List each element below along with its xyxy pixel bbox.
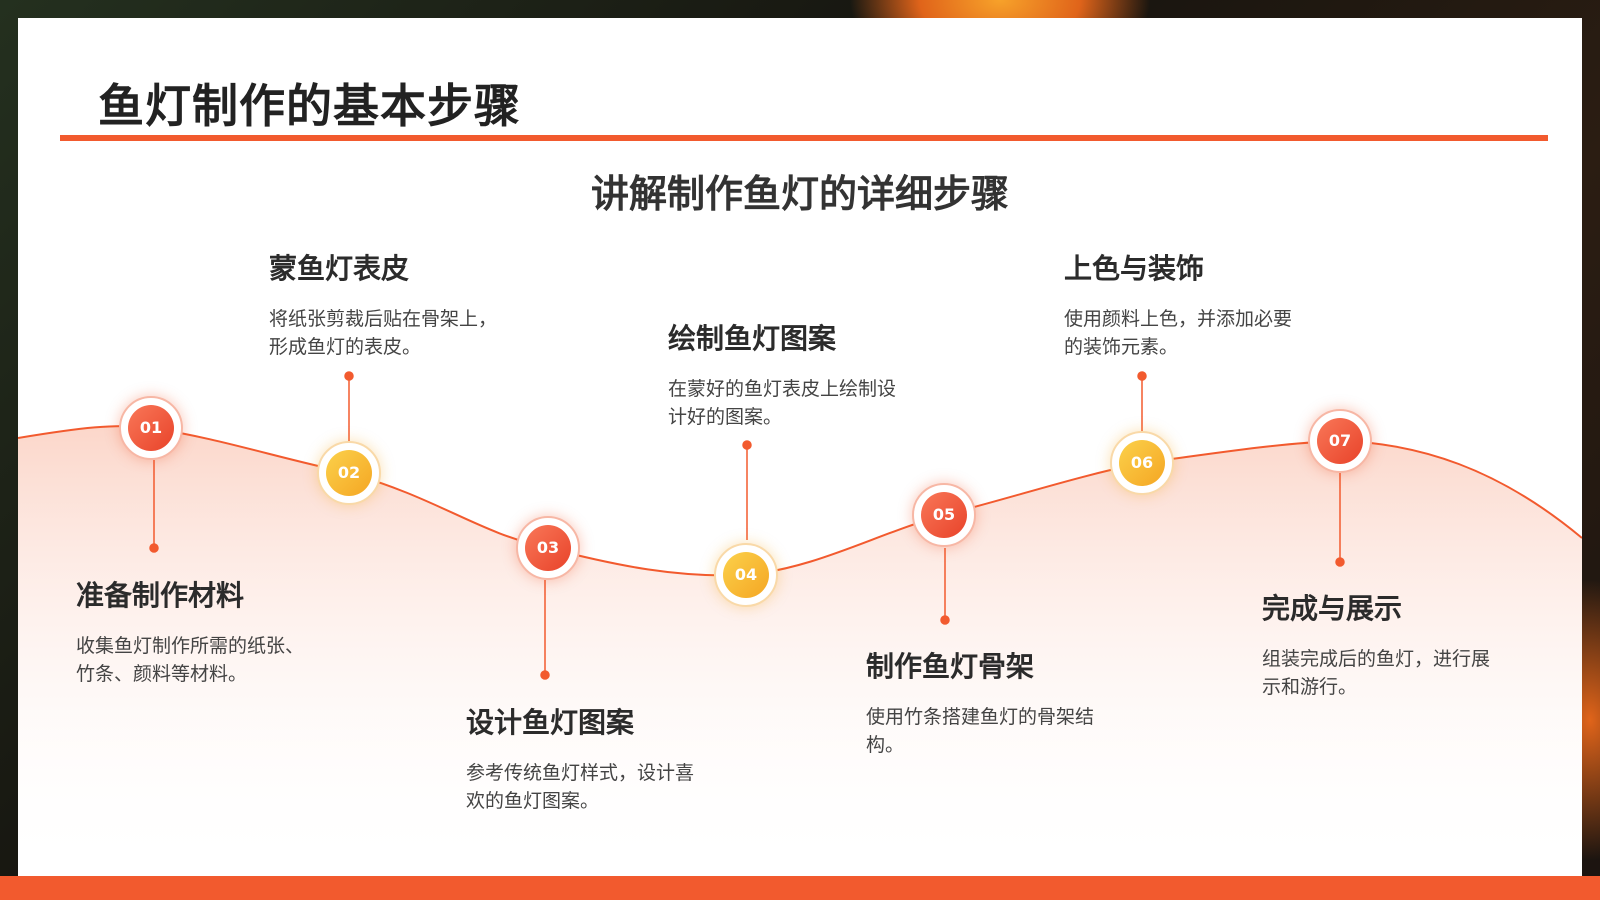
step-desc: 使用颜料上色，并添加必要的装饰元素。 xyxy=(1064,308,1293,358)
step-text-02: 蒙鱼灯表皮 将纸张剪裁后贴在骨架上，形成鱼灯的表皮。 xyxy=(269,247,529,361)
step-number: 02 xyxy=(326,450,372,496)
step-number: 07 xyxy=(1317,418,1363,464)
step-title: 设计鱼灯图案 xyxy=(466,706,635,739)
step-text-07: 完成与展示 组装完成后的鱼灯，进行展示和游行。 xyxy=(1262,587,1522,701)
step-node-03: 03 xyxy=(516,516,580,580)
step-title: 蒙鱼灯表皮 xyxy=(269,252,410,285)
step-desc: 在蒙好的鱼灯表皮上绘制设计好的图案。 xyxy=(668,378,897,428)
bottom-accent-bar xyxy=(0,876,1600,900)
step-node-01: 01 xyxy=(119,396,183,460)
step-text-01: 准备制作材料 收集鱼灯制作所需的纸张、竹条、颜料等材料。 xyxy=(76,574,336,688)
step-node-07: 07 xyxy=(1308,409,1372,473)
step-text-05: 制作鱼灯骨架 使用竹条搭建鱼灯的骨架结构。 xyxy=(866,645,1126,759)
step-title: 完成与展示 xyxy=(1262,592,1403,625)
title-underline xyxy=(60,135,1548,141)
step-node-04: 04 xyxy=(714,543,778,607)
page-title: 鱼灯制作的基本步骤 xyxy=(98,79,521,133)
step-title: 上色与装饰 xyxy=(1064,252,1205,285)
step-number: 05 xyxy=(921,492,967,538)
step-text-04: 绘制鱼灯图案 在蒙好的鱼灯表皮上绘制设计好的图案。 xyxy=(668,317,928,431)
step-text-03: 设计鱼灯图案 参考传统鱼灯样式，设计喜欢的鱼灯图案。 xyxy=(466,701,726,815)
step-node-06: 06 xyxy=(1110,431,1174,495)
step-number: 04 xyxy=(723,552,769,598)
step-desc: 组装完成后的鱼灯，进行展示和游行。 xyxy=(1262,648,1491,698)
step-node-02: 02 xyxy=(317,441,381,505)
step-number: 01 xyxy=(128,405,174,451)
step-desc: 参考传统鱼灯样式，设计喜欢的鱼灯图案。 xyxy=(466,762,695,812)
step-desc: 将纸张剪裁后贴在骨架上，形成鱼灯的表皮。 xyxy=(269,308,498,358)
step-title: 绘制鱼灯图案 xyxy=(668,322,837,355)
step-number: 06 xyxy=(1119,440,1165,486)
wave-area xyxy=(18,426,1582,876)
step-number: 03 xyxy=(525,525,571,571)
step-desc: 收集鱼灯制作所需的纸张、竹条、颜料等材料。 xyxy=(76,635,305,685)
step-title: 制作鱼灯骨架 xyxy=(866,650,1035,683)
step-desc: 使用竹条搭建鱼灯的骨架结构。 xyxy=(866,706,1095,756)
step-node-05: 05 xyxy=(912,483,976,547)
step-title: 准备制作材料 xyxy=(76,579,245,612)
slide-card: 鱼灯制作的基本步骤 讲解制作鱼灯的详细步骤 xyxy=(18,18,1582,876)
page-subtitle: 讲解制作鱼灯的详细步骤 xyxy=(590,172,1009,216)
connectors xyxy=(149,371,1345,680)
step-text-06: 上色与装饰 使用颜料上色，并添加必要的装饰元素。 xyxy=(1064,247,1324,361)
